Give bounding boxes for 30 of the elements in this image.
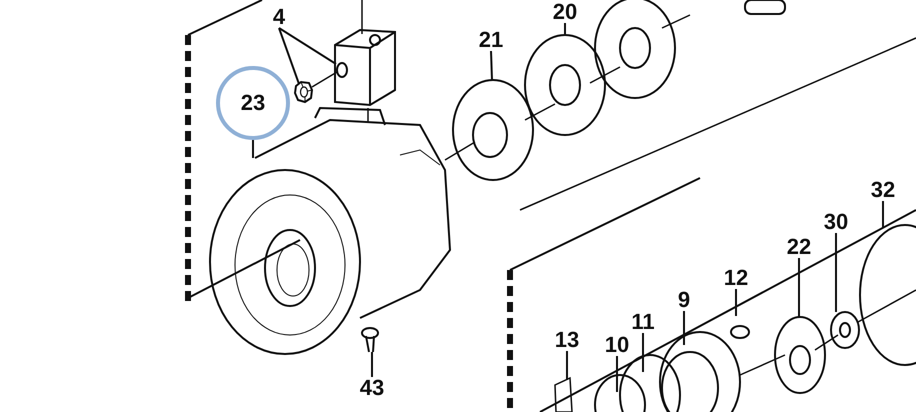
leader-line bbox=[252, 140, 254, 158]
valve-block-drawing bbox=[334, 28, 396, 106]
leader-line bbox=[642, 333, 644, 372]
callout-number: 20 bbox=[552, 1, 578, 23]
leader-line bbox=[566, 351, 568, 380]
callout-number: 30 bbox=[824, 211, 848, 233]
callout-number: 12 bbox=[724, 267, 748, 289]
leader-line bbox=[278, 27, 337, 65]
leader-line bbox=[278, 28, 300, 84]
screw-drawing bbox=[361, 327, 379, 353]
callout-number: 32 bbox=[870, 179, 896, 201]
callout-number: 11 bbox=[631, 311, 655, 333]
callout-number: 4 bbox=[272, 6, 286, 28]
callout-number: 9 bbox=[678, 289, 690, 311]
leader-line bbox=[835, 233, 837, 312]
bolt-drawing bbox=[294, 80, 314, 104]
leader-line bbox=[371, 352, 373, 377]
callout-number: 43 bbox=[360, 377, 384, 399]
callout-number: 10 bbox=[604, 334, 630, 356]
callout-number: 13 bbox=[554, 329, 580, 351]
leader-line bbox=[735, 289, 737, 316]
leader-line bbox=[616, 356, 618, 392]
leader-line bbox=[564, 23, 566, 34]
highlighted-callout-number: 23 bbox=[216, 66, 290, 140]
callout-number: 22 bbox=[786, 236, 812, 258]
leader-line bbox=[683, 311, 685, 345]
leader-line bbox=[798, 258, 800, 318]
leader-line bbox=[490, 50, 493, 80]
leader-line bbox=[882, 201, 884, 228]
callout-number: 21 bbox=[478, 29, 504, 51]
